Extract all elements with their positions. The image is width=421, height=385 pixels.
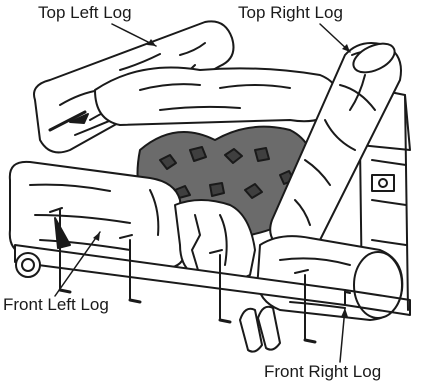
- gas-valve-fitting: [372, 175, 394, 191]
- front-right-log: [258, 236, 403, 320]
- label-front-right-log: Front Right Log: [264, 363, 381, 380]
- label-top-left-log: Top Left Log: [38, 4, 132, 21]
- label-front-left-log: Front Left Log: [3, 296, 109, 313]
- middle-back-log: [95, 68, 338, 126]
- label-top-right-log: Top Right Log: [238, 4, 343, 21]
